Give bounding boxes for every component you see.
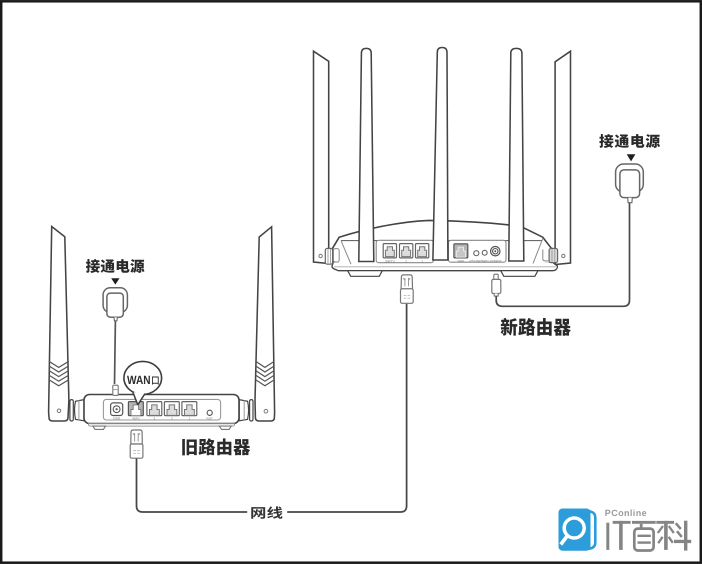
svg-text:3: 3 [154, 416, 156, 420]
svg-text:2: 2 [171, 416, 173, 420]
svg-text:1: 1 [189, 416, 191, 420]
svg-text:RST: RST [207, 416, 213, 420]
svg-text:2: 2 [405, 259, 407, 263]
svg-text:WAN: WAN [127, 373, 151, 387]
svg-text:WiFi: WiFi [483, 259, 489, 263]
svg-text:RST/WPS: RST/WPS [469, 259, 483, 263]
svg-text:PConline: PConline [605, 508, 647, 518]
svg-text:PWR: PWR [113, 416, 121, 420]
svg-text:1: 1 [421, 259, 423, 263]
svg-text:WAN: WAN [457, 259, 464, 263]
svg-text:3/IPTV: 3/IPTV [385, 259, 396, 263]
svg-text:WAN: WAN [132, 416, 140, 420]
svg-text:POWER: POWER [490, 259, 502, 263]
